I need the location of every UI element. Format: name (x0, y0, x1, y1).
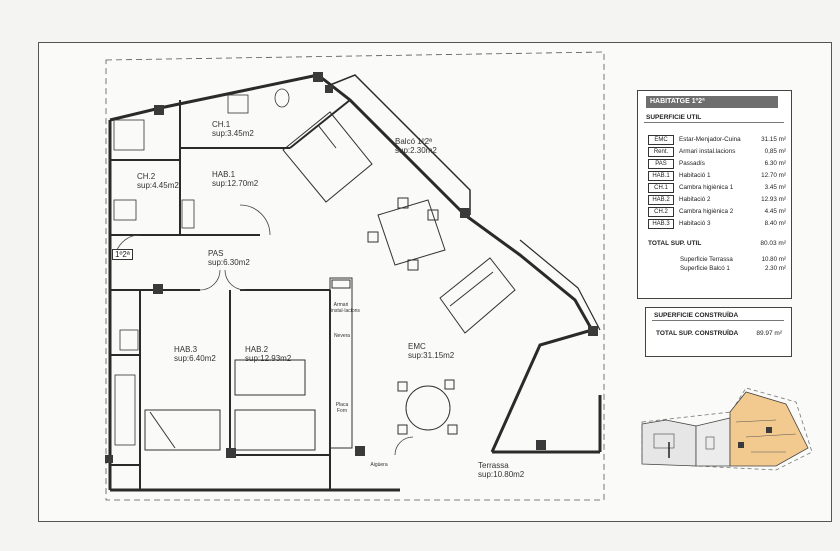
plot-boundary (105, 51, 605, 501)
fixture-nevera: Nevera (333, 333, 351, 339)
construida-box: SUPERFICIE CONSTRUÏDA TOTAL SUP. CONSTRU… (645, 307, 792, 357)
door-arcs (114, 204, 414, 456)
beds (144, 111, 373, 451)
legend-title: HABITATGE 1º2ª (646, 96, 778, 108)
unit-label: 1º2ª (112, 249, 133, 260)
interior-walls (110, 99, 351, 490)
kitchen-counter (329, 277, 353, 449)
round-table (397, 379, 458, 435)
dining-table (367, 197, 446, 271)
divider (644, 122, 784, 123)
divider (652, 320, 784, 321)
legend-subtitle: SUPERFICIE UTIL (646, 114, 702, 121)
bath-fixtures (113, 88, 290, 446)
fixture-armari: Armari instal·lacions (331, 302, 360, 314)
sofa (439, 257, 516, 334)
outer-walls (108, 73, 602, 492)
columns (105, 72, 598, 463)
construida-title: SUPERFICIE CONSTRUÏDA (654, 312, 739, 319)
balcony-rail (329, 74, 471, 215)
fixture-placa: Placa Forn (335, 402, 349, 414)
fixture-aiguera: Aigüera (370, 462, 388, 468)
key-plan (641, 387, 813, 471)
